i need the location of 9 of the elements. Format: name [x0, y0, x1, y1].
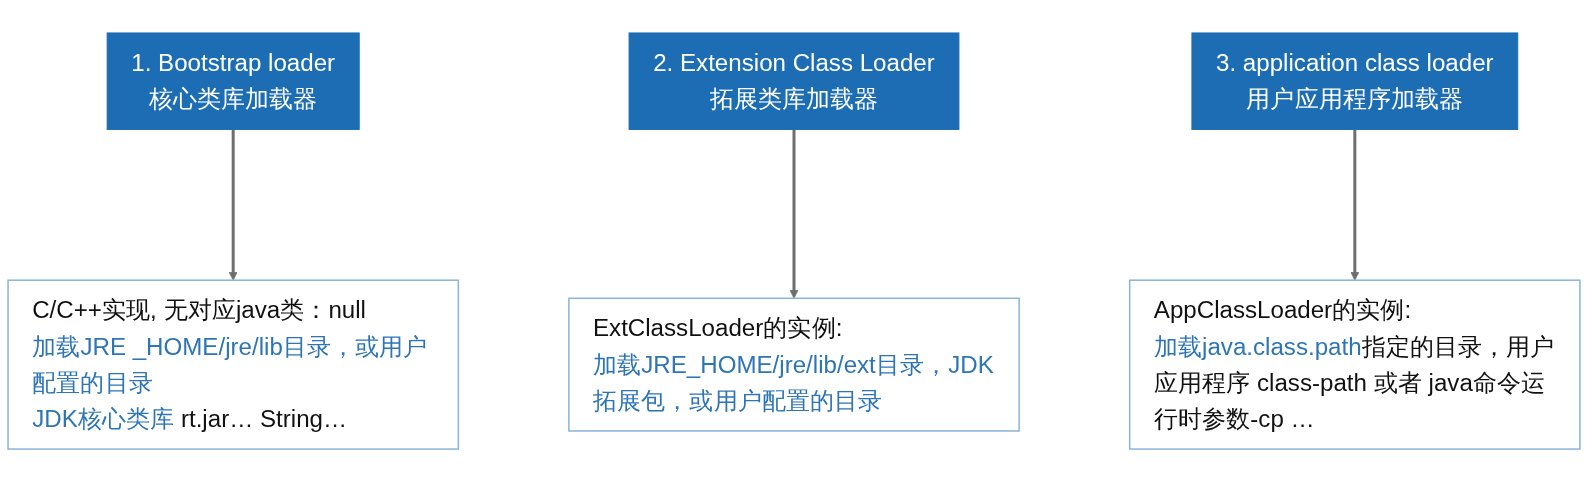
arrow	[1350, 129, 1360, 281]
node-box: ExtClassLoader的实例: 加载JRE_HOME/jre/lib/ext目录，JDK拓展包，或用户配置的目录	[568, 297, 1020, 432]
node-box: 2. Extension Class Loader 拓展类库加载器	[628, 32, 960, 130]
node-box: 3. application class loader 用户应用程序加载器	[1191, 32, 1519, 130]
arrow	[228, 129, 238, 281]
node-box: C/C++实现, 无对应java类：null 加载JRE _HOME/jre/lib目录，或用户配置的目录 JDK核心类库 rt.jar… String…	[7, 279, 460, 450]
node-box: 1. Bootstrap loader 核心类库加载器	[106, 32, 360, 130]
node-box: AppClassLoader的实例: 加载java.class.path指定的目录，用户应用程序 class-path 或者 java命令运行时参数-cp …	[1128, 279, 1581, 450]
arrow	[789, 129, 799, 299]
